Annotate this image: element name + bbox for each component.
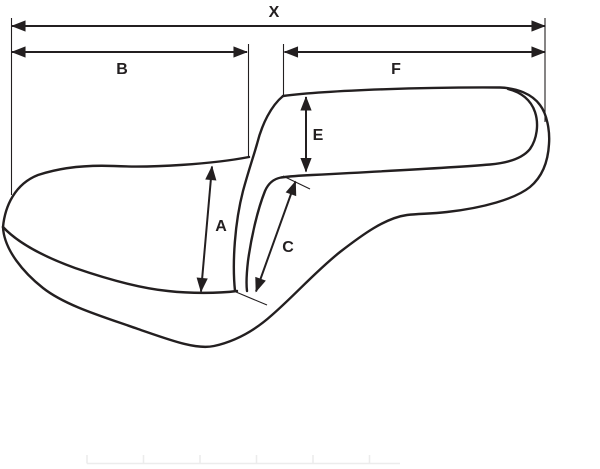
- dimension-x-label: X: [269, 4, 280, 21]
- driver-bucket-dip-line: [1, 225, 239, 295]
- dimension-c-label: C: [282, 239, 294, 256]
- hump-front-crease-line: [232, 94, 285, 293]
- tick-mark-c-bottom: [235, 291, 268, 306]
- faint-ruler: [86, 455, 400, 465]
- dimension-e-label: E: [313, 127, 324, 144]
- seat-nose-and-rim-line: [1, 155, 251, 229]
- seat-outer-outline: [1, 86, 551, 349]
- dimension-a-label: A: [215, 218, 227, 235]
- dimension-b-label: B: [116, 61, 128, 78]
- dimension-f-label: F: [391, 61, 401, 78]
- passenger-pad-seam-line: [245, 87, 539, 293]
- dimension-a-arrow: [196, 165, 217, 293]
- tick-mark-c-top: [282, 175, 311, 190]
- dimension-c-arrow: [255, 180, 297, 293]
